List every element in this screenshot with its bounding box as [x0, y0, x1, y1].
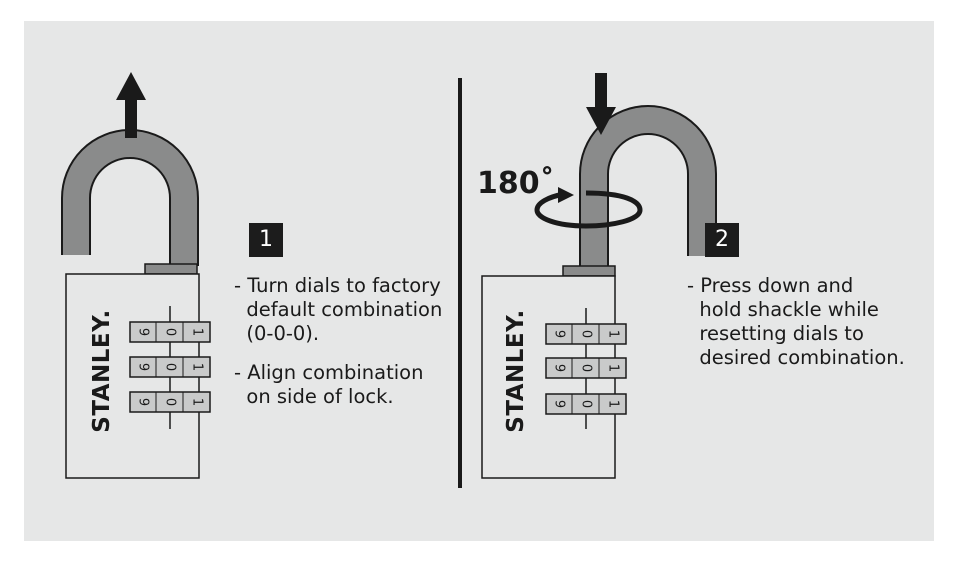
step1-instructions: - Turn dials to factory default combinat…	[234, 274, 442, 409]
dial-stack-step1	[129, 321, 211, 413]
dial-digit: 9	[552, 330, 567, 338]
dial-2[interactable]	[129, 356, 211, 378]
shackle-collar	[144, 263, 198, 275]
down-arrow-icon	[586, 73, 616, 135]
instruction-item: - Turn dials to factory default combinat…	[234, 274, 443, 345]
dial-digit: 9	[136, 328, 151, 336]
rotation-degrees-label: 180˚	[477, 166, 555, 201]
shackle-collar	[562, 265, 616, 277]
dial-1[interactable]	[129, 321, 211, 343]
diagram-panel: 9 0 1 9 0 1 9 0 1 9 0 1 9 0 1 9 0 1 STANLEY. STANLEY. 180…	[24, 21, 934, 541]
dial-digit: 1	[190, 398, 205, 406]
dial-digit: 0	[579, 400, 594, 408]
diagram-artwork: 9 0 1 9 0 1 9 0 1 9 0 1 9 0 1 9 0 1	[61, 72, 717, 488]
up-arrow-icon	[116, 72, 146, 138]
dial-digit: 0	[163, 398, 178, 406]
dial-digit: 1	[606, 400, 621, 408]
dial-digit: 1	[190, 328, 205, 336]
dial-digit: 9	[136, 398, 151, 406]
dial-digit: 0	[163, 328, 178, 336]
brand-label-step2: STANLEY.	[503, 309, 529, 433]
step-number-badge-2: 2	[705, 223, 739, 257]
instruction-item: - Align combination on side of lock.	[234, 361, 424, 408]
instruction-item: - Press down and hold shackle while rese…	[687, 274, 905, 369]
dial-digit: 1	[606, 364, 621, 372]
dial-digit: 9	[552, 364, 567, 372]
step-number-badge-1: 1	[249, 223, 283, 257]
dial-digit: 0	[579, 330, 594, 338]
dial-3[interactable]	[129, 391, 211, 413]
dial-digit: 0	[163, 363, 178, 371]
dial-digit: 9	[552, 400, 567, 408]
dial-1[interactable]	[545, 323, 627, 345]
padlock-step1	[61, 72, 200, 479]
dial-digit: 1	[606, 330, 621, 338]
shackle-fill	[581, 107, 715, 268]
dial-3[interactable]	[545, 393, 627, 415]
dial-digit: 1	[190, 363, 205, 371]
shackle-fill	[63, 131, 197, 266]
dial-digit: 0	[579, 364, 594, 372]
brand-label-step1: STANLEY.	[89, 309, 115, 433]
step2-instructions: - Press down and hold shackle while rese…	[687, 274, 905, 370]
dial-digit: 9	[136, 363, 151, 371]
step-divider	[458, 78, 462, 488]
dial-2[interactable]	[545, 357, 627, 379]
dial-stack-step2	[545, 323, 627, 415]
rotate-arrow-icon	[534, 187, 643, 229]
